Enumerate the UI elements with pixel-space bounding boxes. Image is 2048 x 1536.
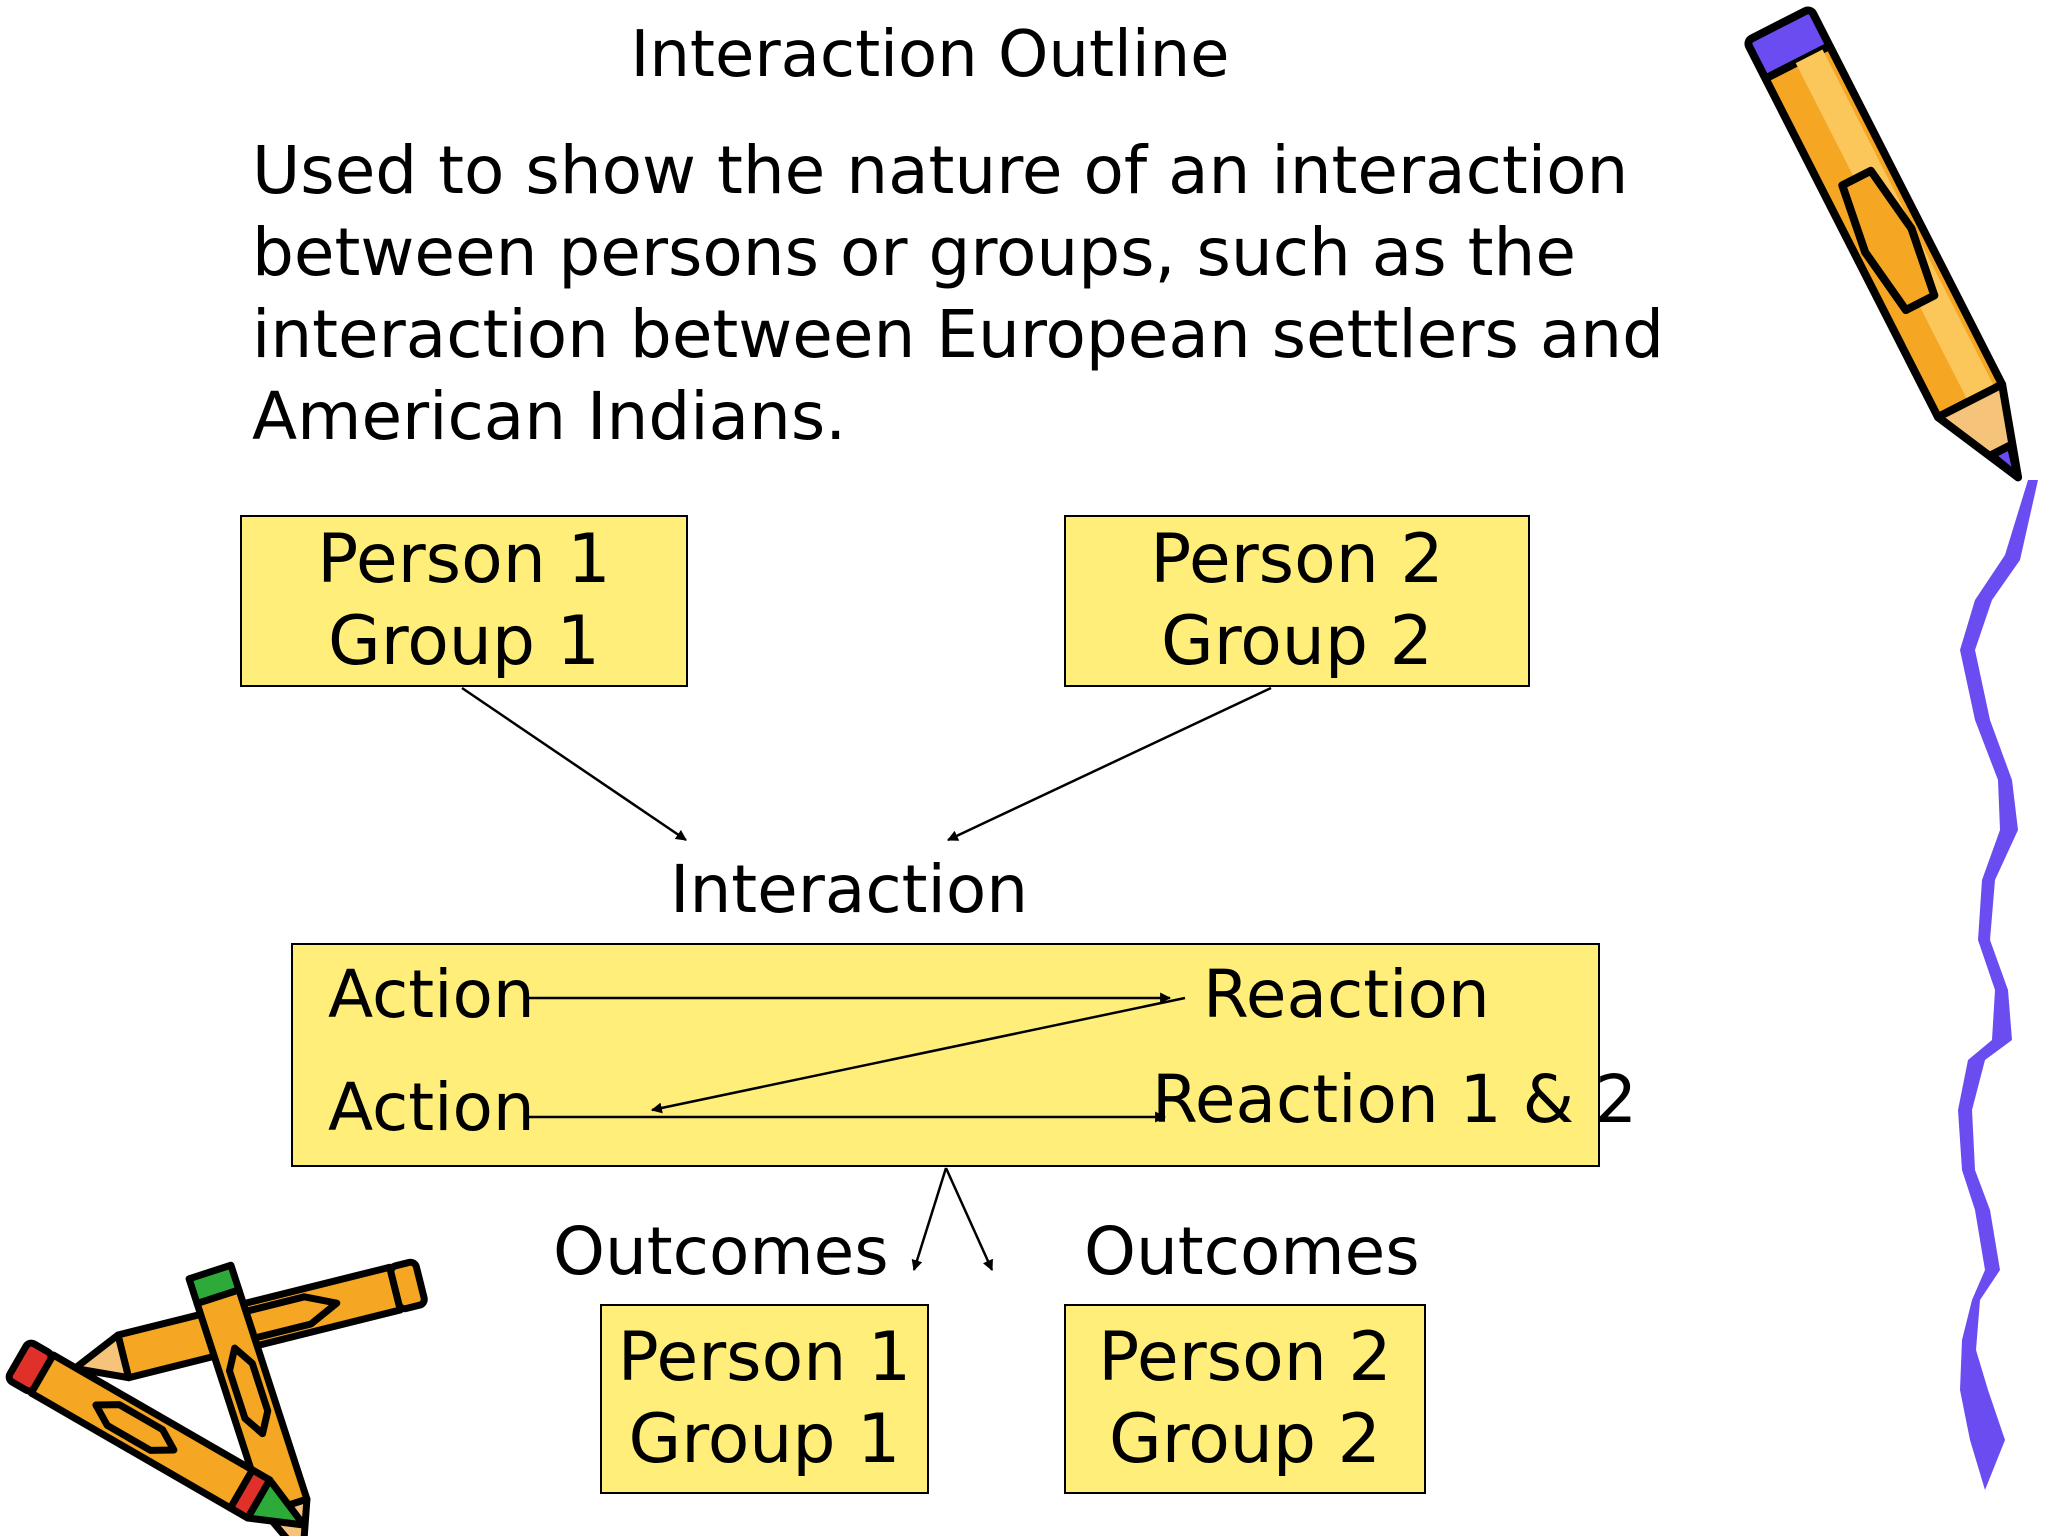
person1-box: Person 1 Group 1 [240,515,688,687]
slide-title: Interaction Outline [630,18,1230,92]
group1-label: Group 1 [328,602,600,681]
action-label-2: Action [328,1069,535,1146]
reaction-label-1: Reaction [1203,956,1490,1033]
reaction-label-2: Reaction 1 & 2 [1152,1061,1638,1138]
arrow-person1-to-interaction [461,686,687,842]
arrow-person2-to-interaction [947,686,1272,842]
description-line: between persons or groups, such as the [252,214,1576,291]
description-line: Used to show the nature of an interactio… [252,132,1629,209]
outcomes-left-label: Outcomes [553,1213,889,1290]
interaction-box [291,943,1600,1167]
arrow-reaction1-to-action2 [650,996,1186,1114]
interaction-label: Interaction [670,851,1029,928]
outcomes-right-label: Outcomes [1084,1213,1420,1290]
outcome2-person-label: Person 2 [1098,1318,1392,1397]
outcome1-box: Person 1 Group 1 [600,1304,929,1494]
person1-label: Person 1 [317,520,611,599]
description-line: interaction between European settlers an… [252,296,1665,373]
pencils-cluster-icon [5,1258,428,1536]
person2-box: Person 2 Group 2 [1064,515,1530,687]
outcome2-box: Person 2 Group 2 [1064,1304,1426,1494]
outcome2-group-label: Group 2 [1109,1400,1381,1479]
arrow-to-outcomes-left [911,1167,948,1272]
squiggle-decoration [1958,480,2038,1490]
outcome1-person-label: Person 1 [617,1318,912,1397]
group2-label: Group 2 [1161,602,1433,681]
person2-label: Person 2 [1150,520,1444,599]
action-label-1: Action [328,956,535,1033]
description: Used to show the nature of an interactio… [252,130,1665,458]
arrow-to-outcomes-right [944,1167,994,1272]
description-line: American Indians. [252,378,847,455]
pencil-icon [1744,6,2023,482]
outcome1-group-label: Group 1 [628,1400,901,1479]
